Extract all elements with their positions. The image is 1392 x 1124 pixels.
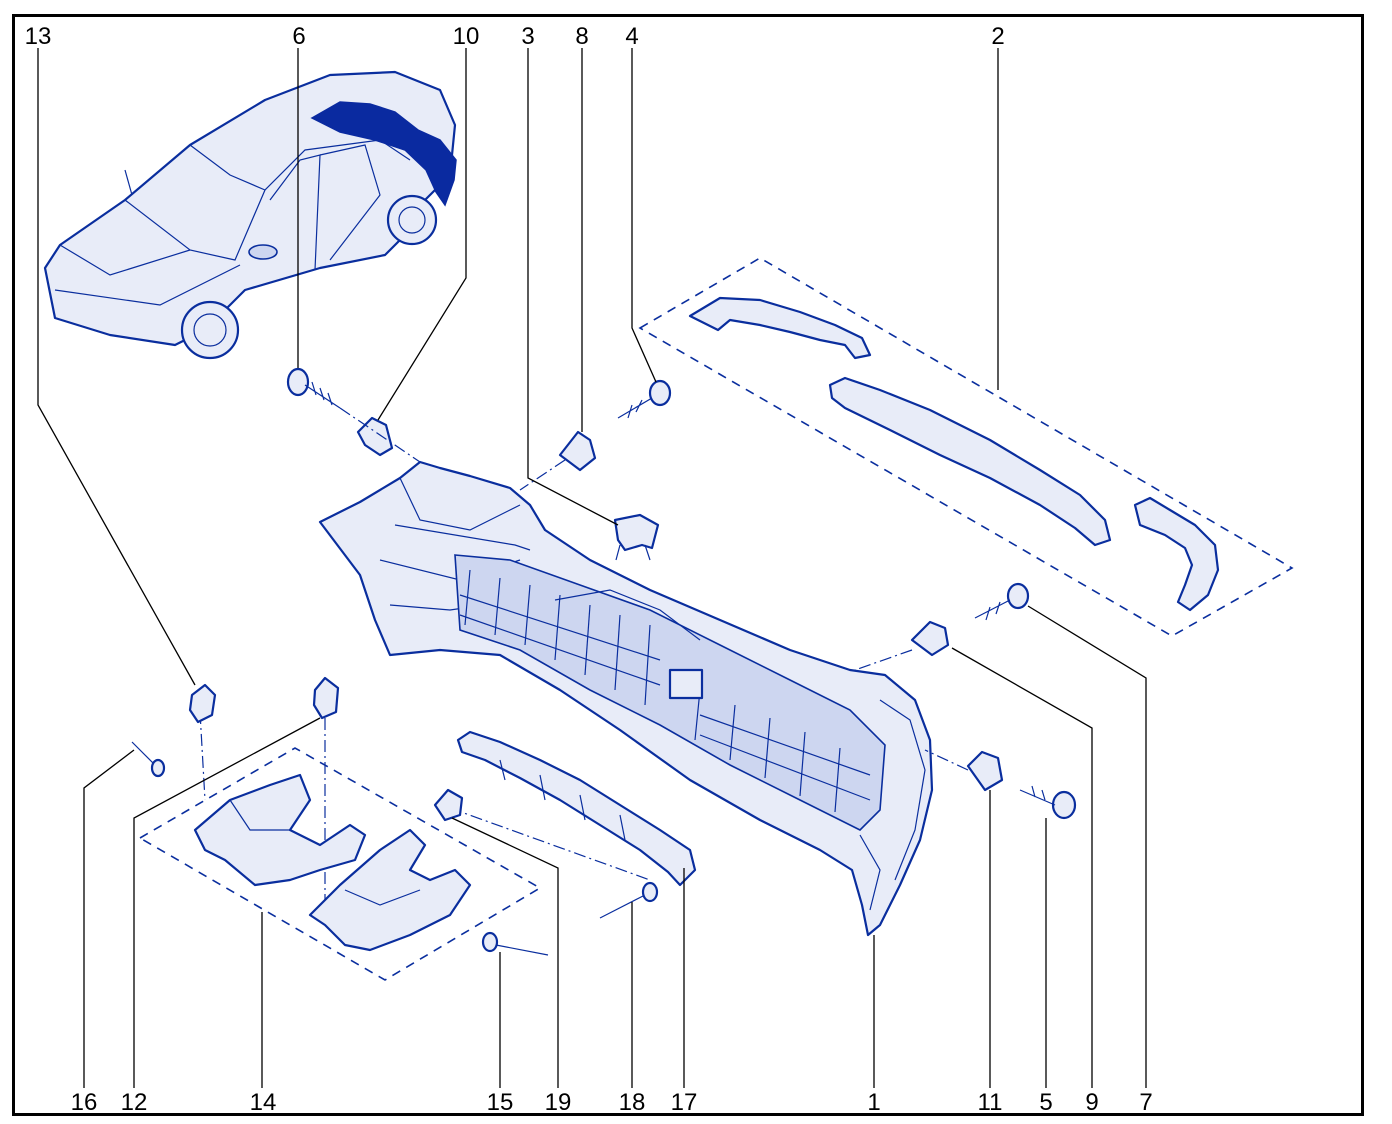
label-7: 7	[1139, 1089, 1152, 1116]
label-13: 13	[25, 23, 52, 50]
clip-nut-8	[558, 430, 597, 472]
bracket-3	[613, 513, 660, 561]
rear-bumper-cover	[318, 460, 934, 937]
clip-nut-9	[910, 620, 950, 657]
label-6: 6	[292, 23, 305, 50]
screw-4	[617, 379, 672, 419]
label-17: 17	[671, 1089, 698, 1116]
clip-13	[188, 683, 217, 724]
assembly-lines	[199, 407, 969, 900]
side-guide-upper	[688, 296, 872, 360]
screw-7	[974, 582, 1030, 621]
clip-nut-11	[966, 750, 1004, 792]
highlighted-rear-bumper	[310, 101, 457, 207]
center-guide	[828, 376, 1112, 547]
kit-14-outline	[138, 747, 542, 981]
rivet-15	[481, 931, 549, 956]
label-16: 16	[71, 1089, 98, 1116]
clip-12	[312, 676, 340, 720]
label-2: 2	[991, 23, 1004, 50]
label-3: 3	[521, 23, 534, 50]
label-9: 9	[1085, 1089, 1098, 1116]
lower-guide-17	[456, 730, 697, 887]
screw-6	[286, 367, 341, 409]
label-5: 5	[1039, 1089, 1052, 1116]
screw-5	[1019, 785, 1077, 820]
label-1: 1	[867, 1089, 880, 1116]
rivet-18	[599, 881, 659, 919]
clip-19	[433, 788, 464, 822]
label-19: 19	[545, 1089, 572, 1116]
side-guide-right	[1133, 496, 1220, 612]
label-14: 14	[250, 1089, 277, 1116]
bracket-left	[193, 773, 367, 887]
label-8: 8	[575, 23, 588, 50]
label-11: 11	[978, 1089, 1003, 1116]
car-illustration	[43, 70, 457, 360]
leader-lines	[37, 48, 1147, 1088]
callout-labels: 13 6 10 3 8 4 2 16 12 14 15 19 18 17 1 1…	[25, 23, 1153, 1116]
kit-2-outline	[638, 257, 1294, 637]
label-18: 18	[619, 1089, 646, 1116]
label-4: 4	[625, 23, 638, 50]
label-12: 12	[121, 1089, 148, 1116]
label-15: 15	[487, 1089, 514, 1116]
clip-nut-10	[356, 416, 394, 457]
rivet-16	[131, 741, 166, 778]
label-10: 10	[453, 23, 480, 50]
bracket-right	[308, 828, 472, 952]
